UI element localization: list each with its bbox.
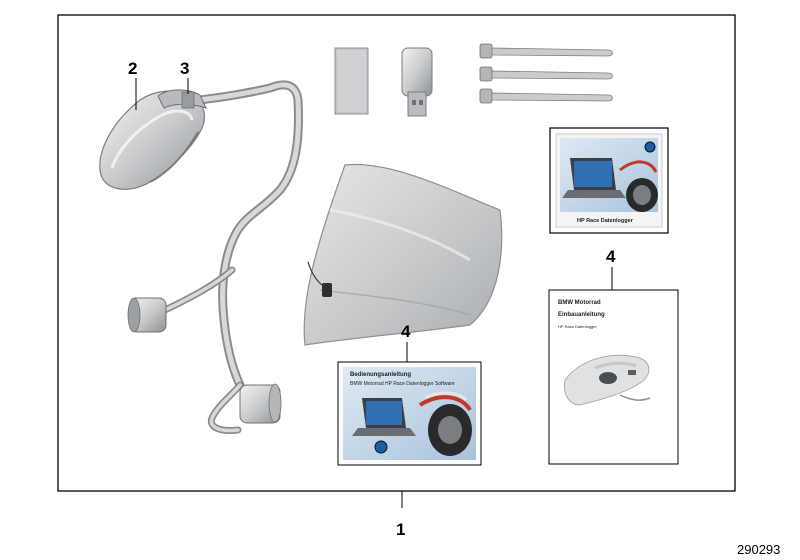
sensor-housing <box>99 90 206 190</box>
storage-pouch <box>303 163 503 346</box>
callout-1: 1 <box>396 520 405 539</box>
connector-lower <box>239 383 282 424</box>
frame-border <box>57 14 736 492</box>
installation-booklet: BMW Motorrad Einbauanleitung HP Race Dat… <box>548 289 679 465</box>
cable-tie <box>479 88 613 104</box>
booklet-title: Einbauanleitung <box>558 312 605 318</box>
wiring-harness <box>127 80 303 434</box>
cd-case-title: HP Race Datenlogger <box>577 218 634 224</box>
bmw-logo-icon <box>374 440 388 454</box>
booklet-illustration <box>563 354 651 406</box>
cable-ties <box>479 43 613 104</box>
usb-stick <box>401 47 433 117</box>
booklet-brand: BMW Motorrad <box>558 300 601 306</box>
cd-case: HP Race Datenlogger <box>549 127 669 234</box>
cable-tie <box>479 43 613 59</box>
bmw-logo-icon <box>644 141 656 153</box>
drawing-number: 290293 <box>737 542 780 557</box>
connector-upper <box>127 297 167 333</box>
manual-title: Bedienungsanleitung <box>350 372 411 378</box>
sensor-clip <box>157 89 207 109</box>
adhesive-pad <box>334 47 369 115</box>
cable-tie <box>479 66 613 82</box>
operating-manual: Bedienungsanleitung BMW Motorrad HP Race… <box>337 361 482 466</box>
callout-4-manual: 4 <box>401 322 411 341</box>
callout-4-booklet: 4 <box>606 247 616 266</box>
manual-subtitle: BMW Motorrad HP Race Datenlogger Softwar… <box>350 381 455 387</box>
callout-2: 2 <box>128 59 137 78</box>
callout-3: 3 <box>180 59 189 78</box>
booklet-subtitle: HP Race Datenlogger <box>558 324 598 329</box>
